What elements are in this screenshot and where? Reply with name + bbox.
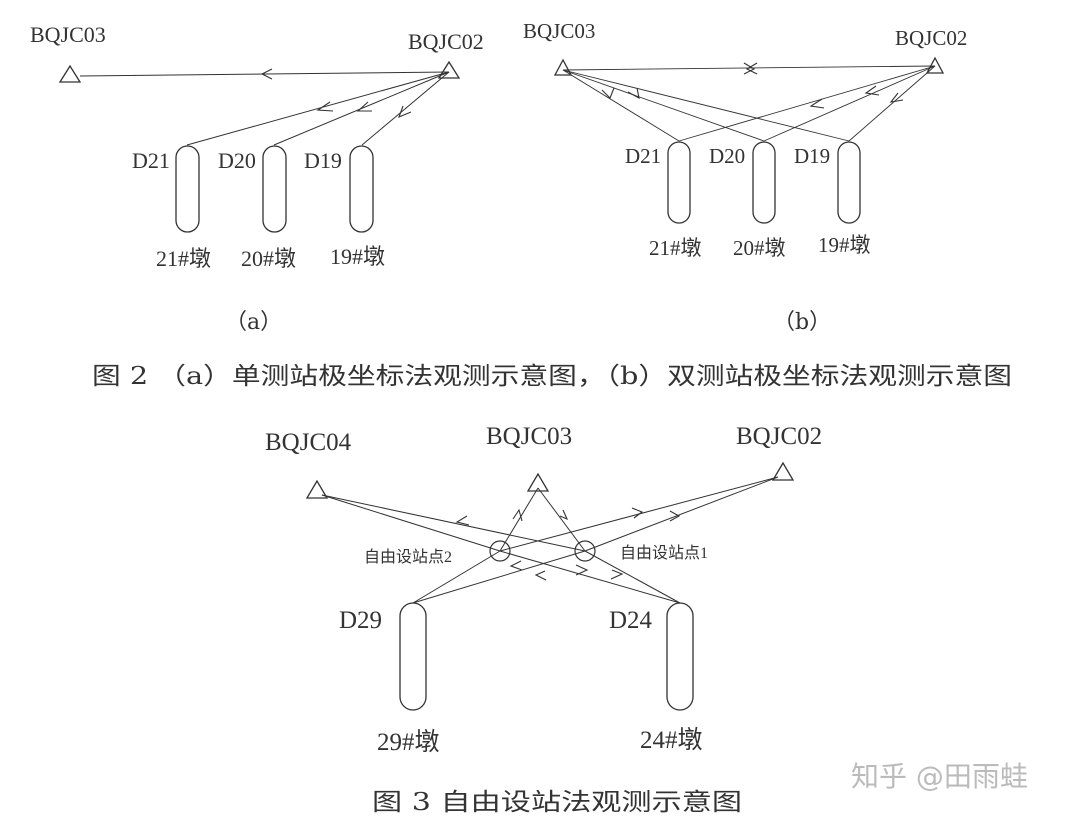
pier-29 xyxy=(399,602,427,711)
pier-21-b xyxy=(667,141,691,224)
sight-line-d21 xyxy=(186,71,450,146)
arrow xyxy=(398,105,412,118)
arrow xyxy=(316,101,334,112)
free-station-1-label: 自由设站点1 xyxy=(620,544,708,562)
sight-line-d19 xyxy=(361,71,450,146)
station-label-bqjc03: BQJC03 xyxy=(486,423,572,450)
sight-line-02-d20 xyxy=(763,65,936,142)
watermark: 知乎 @田雨蛙 xyxy=(851,760,1028,793)
sight-line-fs2-d29 xyxy=(412,550,501,604)
sight-line-03-d19 xyxy=(562,69,850,142)
pier-label-20: 20#墩 xyxy=(733,236,786,260)
figure2-caption: 图 2 （a）单测站极坐标法观测示意图，（b）双测站极坐标法观测示意图 xyxy=(92,362,1012,390)
arrow xyxy=(743,62,756,75)
sight-line-02-fs1 xyxy=(584,476,779,552)
pier-20 xyxy=(262,145,287,233)
arrow xyxy=(260,68,273,80)
station-marker-bqjc02-a xyxy=(437,60,461,79)
arrow xyxy=(534,570,547,581)
pier-label-19: 19#墩 xyxy=(330,244,385,269)
fig2a-diagram: BQJC03 BQJC02 D21 D20 D19 21#墩 20#墩 19#墩… xyxy=(30,22,484,335)
arrow xyxy=(669,510,681,522)
free-station-2-label: 自由设站点2 xyxy=(364,548,452,566)
pier-24 xyxy=(666,602,694,711)
station-label-bqjc03: BQJC03 xyxy=(30,22,106,47)
station-label-bqjc02: BQJC02 xyxy=(408,29,484,54)
point-label-d19: D19 xyxy=(304,148,342,173)
arrow xyxy=(509,560,523,571)
pier-21 xyxy=(175,145,200,233)
pier-label-19: 19#墩 xyxy=(818,233,871,257)
arrow xyxy=(745,62,758,75)
arrow xyxy=(627,87,640,100)
station-label-bqjc02: BQJC02 xyxy=(895,26,967,50)
station-label-bqjc03: BQJC03 xyxy=(523,19,595,43)
station-marker-bqjc04 xyxy=(305,479,329,499)
arrow xyxy=(889,92,904,103)
pier-label-29: 29#墩 xyxy=(377,728,440,756)
figure3-caption: 图 3 自由设站法观测示意图 xyxy=(372,788,742,816)
sight-line-bqjc02-bqjc03 xyxy=(79,71,450,77)
pier-label-24: 24#墩 xyxy=(640,726,703,754)
point-label-d24: D24 xyxy=(609,607,653,634)
arrow xyxy=(610,569,624,580)
sight-line-02-d21 xyxy=(678,65,936,142)
sight-line-04-fs1 xyxy=(321,494,586,552)
sight-line-04-fs2 xyxy=(321,494,501,552)
sight-line-03-fs2 xyxy=(499,487,539,552)
station-marker-bqjc02 xyxy=(771,461,795,481)
arrow xyxy=(601,87,615,99)
sight-line-03-fs1 xyxy=(537,487,586,552)
sight-line-02-d19 xyxy=(848,65,936,142)
point-label-d21: D21 xyxy=(132,148,170,173)
fig2b-diagram: BQJC03 BQJC02 D21 D20 D19 21#墩 20#墩 19#墩… xyxy=(523,19,967,335)
arrow xyxy=(809,98,825,109)
sight-line-03-d20 xyxy=(562,69,765,142)
pier-20-b xyxy=(752,141,776,224)
station-marker-bqjc03 xyxy=(526,472,550,492)
subfigure-label-b: （b） xyxy=(773,310,831,335)
sight-line-fs2-d24 xyxy=(499,550,681,604)
station-label-bqjc02: BQJC02 xyxy=(736,423,822,450)
arrow xyxy=(559,509,569,521)
pier-label-20: 20#墩 xyxy=(241,246,296,271)
fig3-diagram: BQJC04 BQJC03 BQJC02 自由设站点2 自由设站点1 D29 D… xyxy=(265,423,822,756)
pier-label-21: 21#墩 xyxy=(156,246,211,271)
pier-label-21: 21#墩 xyxy=(649,236,702,260)
arrow xyxy=(512,508,523,522)
arrow xyxy=(356,101,372,112)
station-label-bqjc04: BQJC04 xyxy=(265,429,352,456)
sight-line-fs1-d24 xyxy=(584,550,681,604)
point-label-d19: D19 xyxy=(794,144,830,168)
station-marker-bqjc03-a xyxy=(58,64,82,83)
station-marker-bqjc03-b xyxy=(553,58,573,76)
subfigure-label-a: （a） xyxy=(225,310,282,335)
sight-line-03-d21 xyxy=(562,69,680,142)
arrow xyxy=(631,507,644,519)
point-label-d21: D21 xyxy=(625,144,661,168)
point-label-d20: D20 xyxy=(709,144,745,168)
sight-line-fs1-d29 xyxy=(412,550,586,604)
pier-19 xyxy=(349,145,374,233)
point-label-d29: D29 xyxy=(339,607,382,634)
arrow xyxy=(575,564,589,576)
point-label-d20: D20 xyxy=(218,148,256,173)
arrow xyxy=(455,515,470,526)
pier-19-b xyxy=(837,141,861,224)
arrow xyxy=(864,85,880,96)
